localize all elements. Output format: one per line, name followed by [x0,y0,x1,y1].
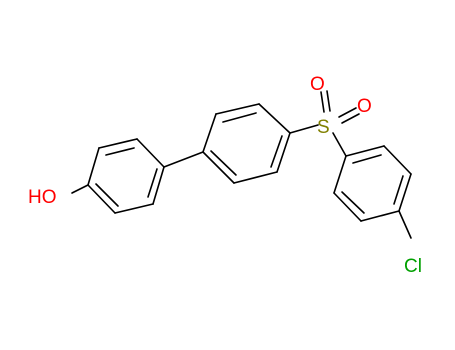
s-o-double-bond [341,113,360,124]
s-c-bond [332,132,347,157]
bond [215,103,260,115]
bond [398,173,412,212]
bond [276,132,291,173]
central-ring [202,103,291,184]
oxygen-top-label: O [310,74,325,95]
bond [345,145,385,157]
sulfonyl-bonds [320,90,360,124]
double-bond-inner [105,147,135,156]
o-h-bond [71,184,89,194]
double-bond-inner [352,154,382,164]
double-bond-inner [222,112,257,123]
hydroxyl-label: HO [28,187,57,208]
s-o-double-bond [320,91,325,113]
bond [87,184,116,214]
c-s-bond [289,124,319,134]
s-o-double-bond [338,107,357,118]
bond [333,155,347,194]
biaryl-bond [163,151,204,168]
phenol-ring [87,138,165,214]
bond [87,147,100,186]
bond [202,113,217,153]
bond [360,210,400,222]
bond [98,138,138,149]
double-bond-inner [210,150,237,176]
bond [233,171,278,184]
bond [333,192,362,222]
chlorophenyl-ring [333,145,412,222]
bond [152,166,165,205]
double-bond-inner [341,191,365,214]
c-cl-bond [398,210,412,239]
bond [383,145,412,175]
double-bond-inner [270,135,283,168]
s-o-double-bond [326,90,331,112]
bond [202,151,235,184]
chlorine-label: Cl [404,256,422,277]
oxygen-right-label: O [357,96,372,117]
bond [258,103,291,134]
bond [136,138,165,168]
double-bond-inner [95,183,119,207]
double-bond-inner [147,168,158,198]
double-bond-inner [393,175,404,205]
bond [114,203,154,214]
sulfur-label: S [317,117,330,138]
